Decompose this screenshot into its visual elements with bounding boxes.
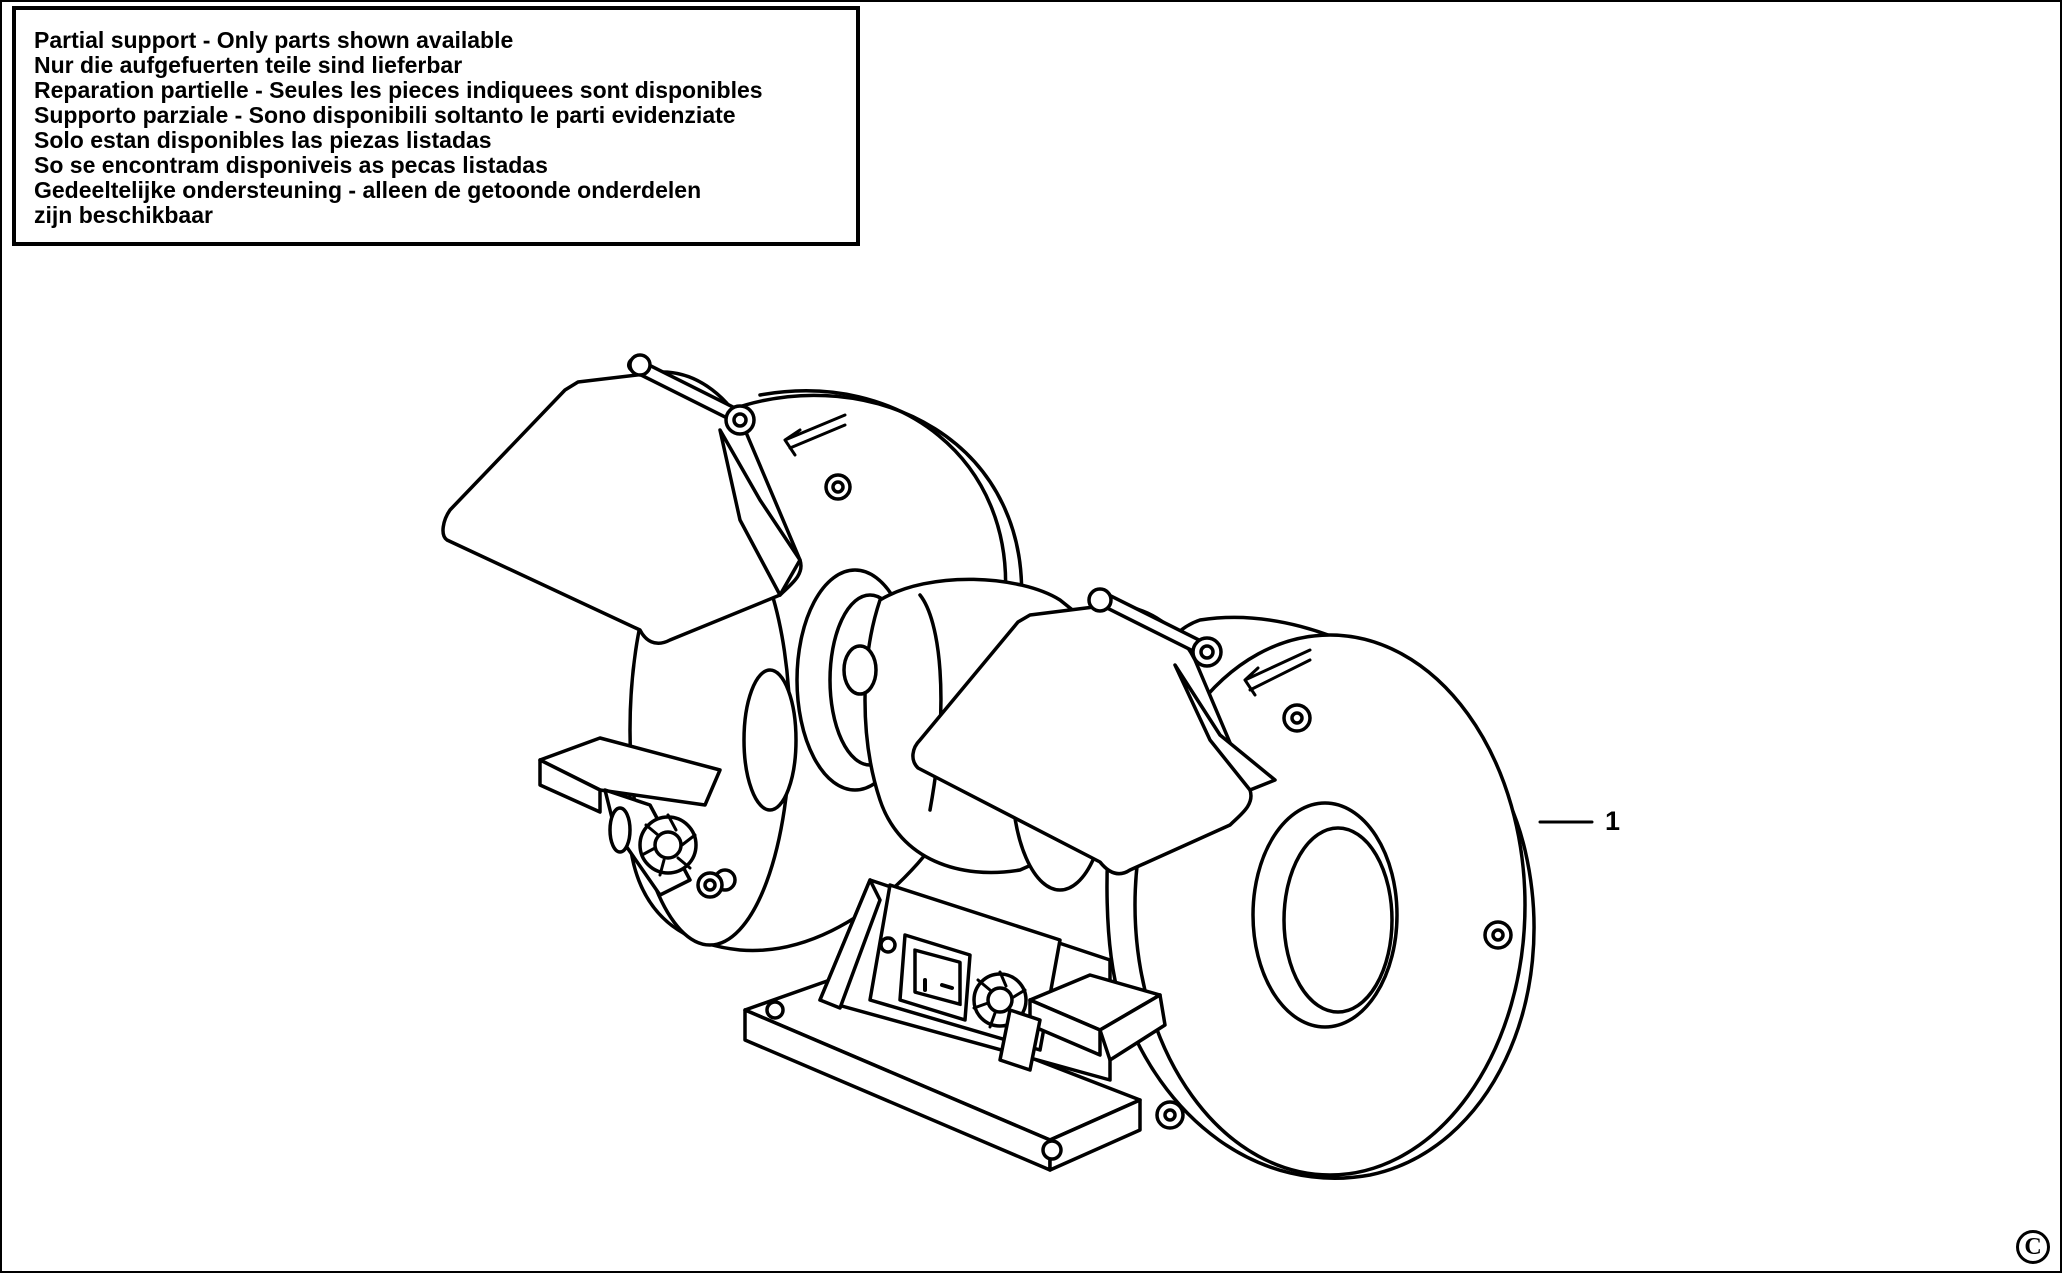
left-rotation-arrow: [783, 413, 847, 457]
base-mount-hole-left: [765, 1000, 785, 1020]
left-shield-hinge-knob: [628, 353, 652, 377]
notice-line-pt: So se encontram disponiveis as pecas lis…: [34, 152, 548, 178]
callout-number-1: 1: [1605, 806, 1621, 836]
left-tool-rest: [538, 736, 724, 899]
left-rest-knob-lobes: [640, 813, 697, 877]
right-rotation-arrow: [1243, 648, 1312, 697]
notice-line-es: Solo estan disponibles las piezas listad…: [34, 127, 492, 153]
left-wheel-hub: [742, 668, 798, 812]
right-tool-rest: [972, 970, 1167, 1072]
notice-line-de: Nur die aufgefuerten teile sind lieferba…: [34, 52, 463, 78]
right-shield-bracket: [1173, 663, 1277, 792]
motor-vent-slot: [842, 644, 878, 696]
right-rest-bracket: [1098, 993, 1167, 1062]
left-guard-bolt-center: [831, 480, 845, 494]
left-eye-shield: [441, 353, 803, 645]
notice-line-it: Supporto parziale - Sono disponibili sol…: [34, 102, 736, 128]
pedestal-left-fin: [818, 878, 882, 1010]
right-shield-hinge-knob: [1087, 587, 1113, 613]
right-rest-clamp: [998, 1008, 1042, 1072]
left-shield-bracket: [718, 428, 802, 597]
switch-panel-screw: [879, 936, 897, 954]
right-guard-bolt-top-center: [1290, 711, 1304, 725]
left-shield-hinge-nut-center: [732, 412, 748, 428]
partial-support-notice: Partial support - Only parts shown avail…: [12, 6, 860, 246]
right-wheel-hub: [1282, 826, 1394, 1014]
left-rest-washer: [608, 806, 632, 854]
notice-line-en: Partial support - Only parts shown avail…: [34, 27, 514, 53]
right-shield-hinge-nut-center: [1199, 644, 1215, 660]
left-rest-nut-center: [703, 878, 717, 892]
right-rest-knob-center: [986, 986, 1014, 1014]
right-guard-bolt-bottom-center: [1163, 1108, 1177, 1122]
left-rest-front: [538, 758, 602, 814]
base-mount-hole-front: [1041, 1139, 1063, 1161]
right-eye-shield: [911, 587, 1277, 876]
right-shield-hinge-rod-inner: [1100, 595, 1210, 655]
notice-line-nl-cont: zijn beschikbaar: [34, 202, 213, 228]
right-guard-bolt-right-center: [1491, 928, 1505, 942]
switch-indicator: [923, 978, 954, 992]
notice-line-fr: Reparation partielle - Seules les pieces…: [34, 77, 763, 103]
left-guard-back-rim: [758, 389, 1008, 602]
left-shield-hinge-rod-inner: [630, 360, 740, 420]
notice-line-nl: Gedeeltelijke ondersteuning - alleen de …: [34, 177, 702, 203]
copyright-symbol: C: [2016, 1230, 2050, 1264]
